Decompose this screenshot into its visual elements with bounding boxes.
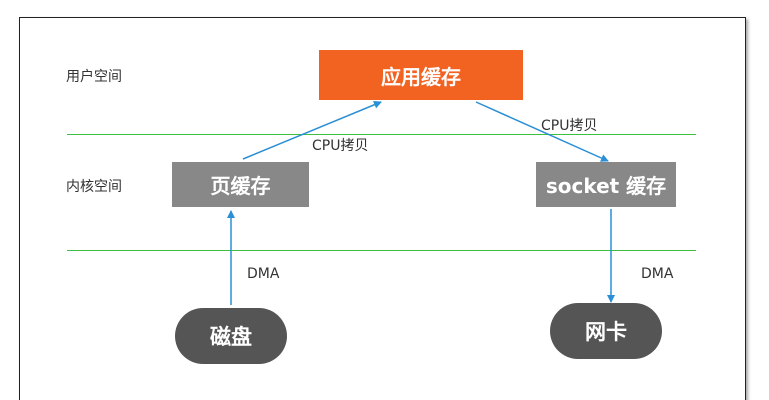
arrow-page-cache-to-app-cache <box>242 100 382 160</box>
edge-label-dma-left: DMA <box>247 266 280 282</box>
edge-label-dma-right: DMA <box>641 266 674 282</box>
node-app-cache: 应用缓存 <box>319 50 523 100</box>
zone-label-kernel-space: 内核空间 <box>66 179 122 195</box>
node-app-cache-label: 应用缓存 <box>381 64 461 89</box>
node-disk-label: 磁盘 <box>210 325 252 349</box>
edge-label-cpu-copy-right: CPU拷贝 <box>541 118 598 134</box>
node-page-cache: 页缓存 <box>172 162 309 207</box>
separator-kernel-hardware <box>67 250 696 251</box>
node-socket-cache-label: socket 缓存 <box>545 174 667 198</box>
edge-label-cpu-copy-left: CPU拷贝 <box>312 138 369 154</box>
diagram-frame <box>19 17 746 400</box>
node-nic-label: 网卡 <box>585 320 627 344</box>
node-nic: 网卡 <box>550 303 662 359</box>
zone-label-user-space: 用户空间 <box>66 69 122 85</box>
node-disk: 磁盘 <box>175 308 287 364</box>
arrow-app-cache-to-socket-cache <box>475 101 609 162</box>
node-page-cache-label: 页缓存 <box>210 174 271 198</box>
separator-user-kernel <box>67 134 696 135</box>
node-socket-cache: socket 缓存 <box>536 162 676 207</box>
